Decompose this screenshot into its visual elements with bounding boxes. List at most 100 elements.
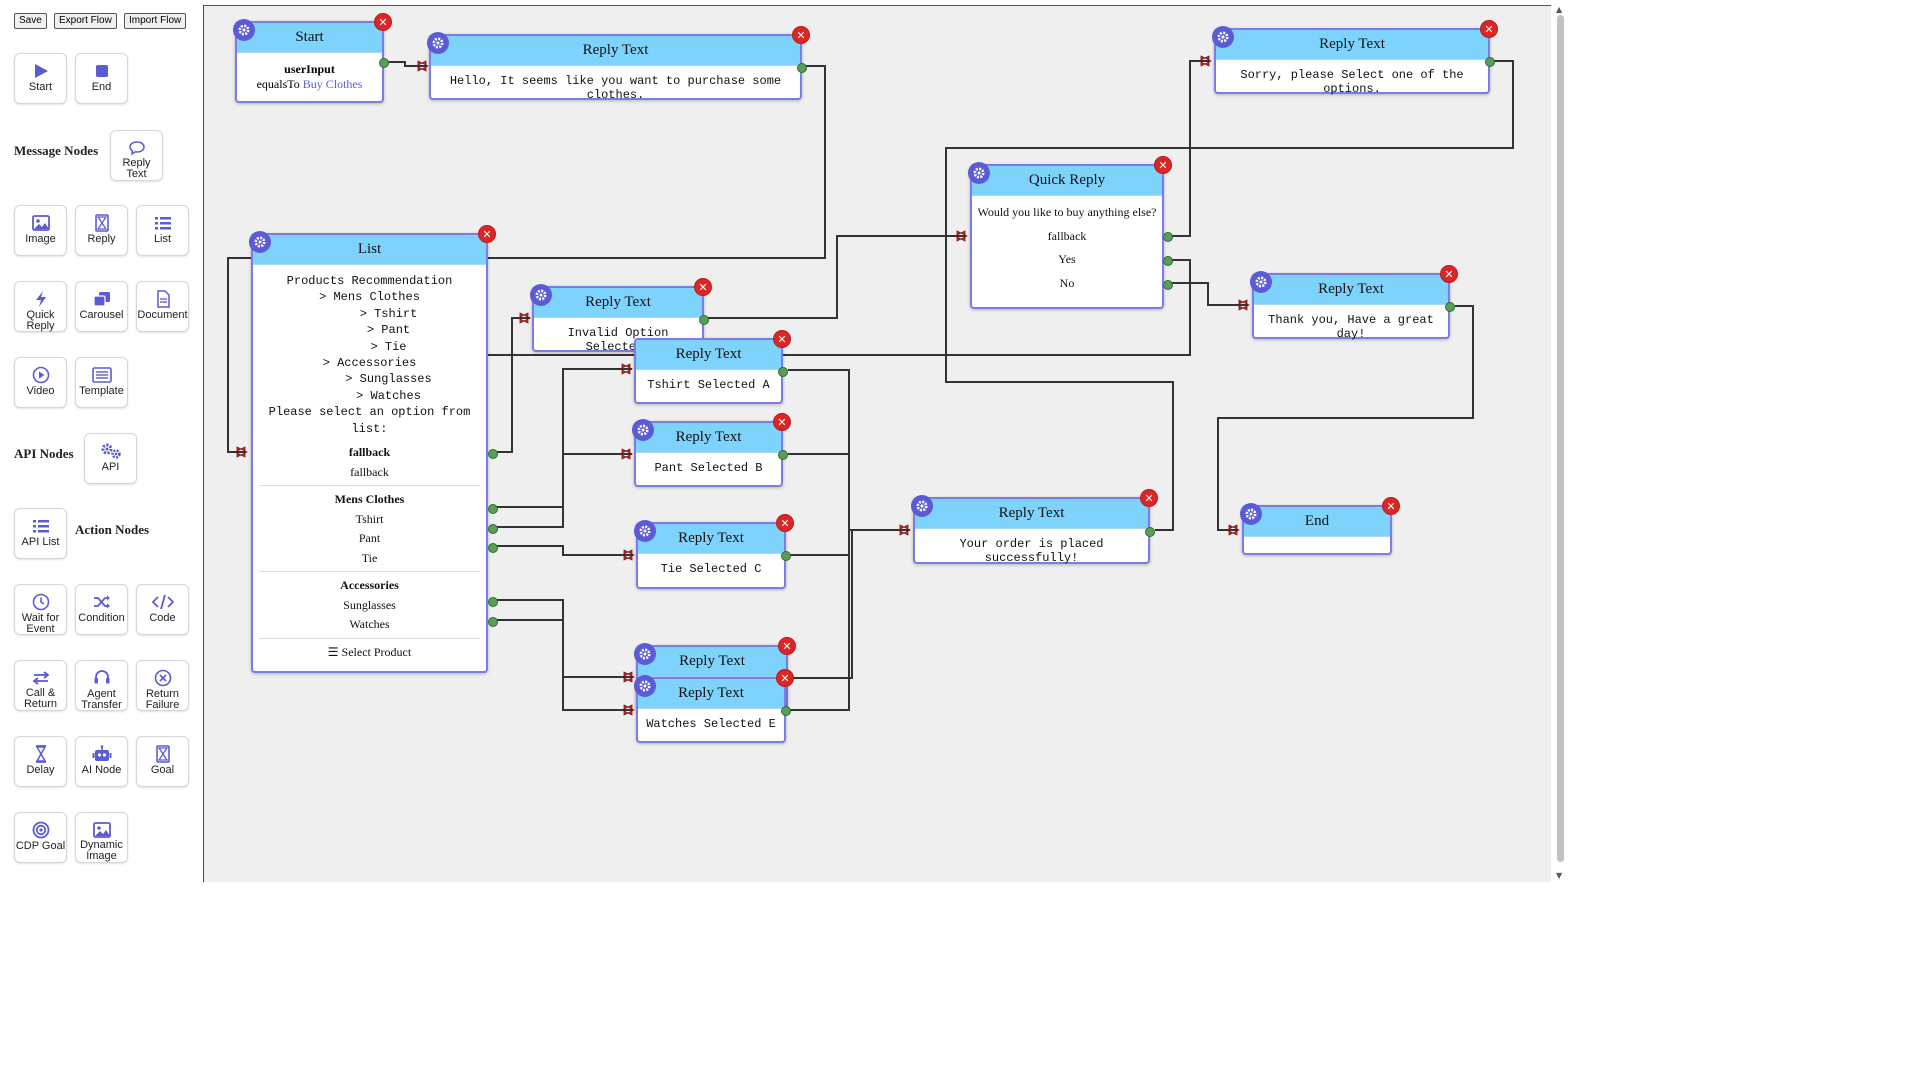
output-port[interactable] [1445, 302, 1455, 312]
settings-gear-icon[interactable] [634, 643, 656, 665]
palette-reply[interactable]: Reply [75, 205, 128, 256]
settings-gear-icon[interactable] [634, 520, 656, 542]
palette-video[interactable]: Video [14, 357, 67, 408]
list-row[interactable]: Tshirt [355, 511, 384, 526]
palette-carousel[interactable]: Carousel [75, 281, 128, 332]
node-reply-tie[interactable]: Reply Text Tie Selected C ✕ [634, 514, 794, 589]
output-port-tie[interactable] [488, 543, 498, 553]
delete-node-close-icon[interactable]: ✕ [1140, 489, 1158, 507]
settings-gear-icon[interactable] [634, 675, 656, 697]
delete-node-close-icon[interactable]: ✕ [1480, 20, 1498, 38]
delete-node-close-icon[interactable]: ✕ [773, 330, 791, 348]
list-row[interactable]: Sunglasses [343, 597, 396, 612]
node-reply-pant[interactable]: Reply Text Pant Selected B ✕ [632, 413, 791, 487]
palette-cdp-goal-label: CDP Goal [15, 840, 66, 852]
output-port[interactable] [781, 551, 791, 561]
palette-image[interactable]: Image [14, 205, 67, 256]
settings-gear-icon[interactable] [1212, 26, 1234, 48]
output-port[interactable] [778, 367, 788, 377]
output-port-watches[interactable] [488, 617, 498, 627]
palette-api-list[interactable]: API List [14, 508, 67, 559]
node-reply-thanks[interactable]: Reply Text Thank you, Have a great day! … [1250, 265, 1458, 341]
palette-start[interactable]: Start [14, 53, 67, 104]
node-reply-hello[interactable]: Reply Text Hello, It seems like you want… [427, 26, 810, 102]
node-end[interactable]: End ✕ [1240, 497, 1400, 555]
delete-node-close-icon[interactable]: ✕ [776, 669, 794, 687]
node-start[interactable]: Start userInput equalsTo Buy Clothes ✕ [233, 13, 392, 103]
delete-node-close-icon[interactable]: ✕ [374, 13, 392, 31]
delete-node-close-icon[interactable]: ✕ [478, 225, 496, 243]
palette-dynamic-image[interactable]: Dynamic Image [75, 812, 128, 863]
node-reply-watches[interactable]: Reply Text Watches Selected E ✕ [634, 669, 794, 743]
output-port[interactable] [1145, 527, 1155, 537]
palette-condition[interactable]: Condition [75, 584, 128, 635]
settings-gear-icon[interactable] [968, 162, 990, 184]
palette-list[interactable]: List [136, 205, 189, 256]
palette-return-failure[interactable]: Return Failure [136, 660, 189, 711]
scrollbar-thumb[interactable] [1557, 15, 1564, 862]
quick-reply-option[interactable]: No [1059, 275, 1075, 290]
output-port-yes[interactable] [1163, 256, 1173, 266]
export-flow-button[interactable]: Export Flow [54, 13, 117, 29]
list-row[interactable]: Pant [358, 531, 381, 546]
delete-node-close-icon[interactable]: ✕ [1382, 497, 1400, 515]
node-reply-sorry[interactable]: Reply Text Sorry, please Select one of t… [1212, 20, 1498, 96]
delete-node-close-icon[interactable]: ✕ [792, 26, 810, 44]
output-port[interactable] [379, 58, 389, 68]
scroll-up-arrow-icon[interactable]: ▲ [1556, 5, 1563, 14]
output-port-tshirt[interactable] [488, 504, 498, 514]
delete-node-close-icon[interactable]: ✕ [776, 514, 794, 532]
palette-code[interactable]: Code [136, 584, 189, 635]
palette-agent-transfer[interactable]: Agent Transfer [75, 660, 128, 711]
save-button[interactable]: Save [14, 13, 47, 29]
node-reply-tshirt[interactable]: Reply Text Tshirt Selected A ✕ [634, 330, 791, 404]
output-port-fallback[interactable] [488, 449, 498, 459]
settings-gear-icon[interactable] [1250, 271, 1272, 293]
delete-node-close-icon[interactable]: ✕ [1154, 156, 1172, 174]
delete-node-close-icon[interactable]: ✕ [778, 637, 796, 655]
palette-document[interactable]: Document [136, 281, 189, 332]
list-row[interactable]: fallback [350, 464, 389, 479]
delete-node-close-icon[interactable]: ✕ [773, 413, 791, 431]
vertical-scrollbar[interactable]: ▲ ▼ [1553, 5, 1568, 882]
palette-wait-for-event[interactable]: Wait for Event [14, 584, 67, 635]
output-port-no[interactable] [1163, 280, 1173, 290]
output-port[interactable] [1485, 57, 1495, 67]
node-quick-reply[interactable]: Quick Reply Would you like to buy anythi… [968, 156, 1173, 309]
list-row[interactable]: Watches [349, 617, 390, 632]
quick-reply-option[interactable]: fallback [1047, 228, 1087, 243]
palette-cdp-goal[interactable]: CDP Goal [14, 812, 67, 863]
settings-gear-icon[interactable] [233, 19, 255, 41]
list-button[interactable]: ☰ Select Product [253, 643, 486, 663]
output-port-pant[interactable] [488, 524, 498, 534]
delete-node-close-icon[interactable]: ✕ [694, 278, 712, 296]
palette-goal[interactable]: Goal [136, 736, 189, 787]
import-flow-button[interactable]: Import Flow [124, 13, 187, 29]
list-row[interactable]: Tie [361, 550, 378, 565]
output-port-fallback[interactable] [1163, 232, 1173, 242]
palette-ai-node[interactable]: AI Node [75, 736, 128, 787]
palette-api[interactable]: API [84, 433, 137, 484]
output-port-sunglasses[interactable] [488, 597, 498, 607]
settings-gear-icon[interactable] [427, 32, 449, 54]
settings-gear-icon[interactable] [1240, 503, 1262, 525]
output-port[interactable] [797, 63, 807, 73]
palette-delay[interactable]: Delay [14, 736, 67, 787]
quick-reply-option[interactable]: Yes [1058, 252, 1076, 267]
palette-reply-text[interactable]: Reply Text [110, 130, 163, 181]
palette-quick-reply[interactable]: Quick Reply [14, 281, 67, 332]
node-reply-order[interactable]: Reply Text Your order is placed successf… [911, 489, 1158, 565]
output-port[interactable] [699, 315, 709, 325]
settings-gear-icon[interactable] [911, 495, 933, 517]
output-port[interactable] [778, 450, 788, 460]
delete-node-close-icon[interactable]: ✕ [1440, 265, 1458, 283]
palette-template[interactable]: Template [75, 357, 128, 408]
settings-gear-icon[interactable] [249, 231, 271, 253]
settings-gear-icon[interactable] [632, 419, 654, 441]
palette-end[interactable]: End [75, 53, 128, 104]
scroll-down-arrow-icon[interactable]: ▼ [1556, 871, 1563, 880]
settings-gear-icon[interactable] [530, 284, 552, 306]
output-port[interactable] [781, 706, 791, 716]
node-list[interactable]: List Products Recommendation > Mens Clot… [249, 225, 498, 673]
palette-call-return[interactable]: Call & Return [14, 660, 67, 711]
